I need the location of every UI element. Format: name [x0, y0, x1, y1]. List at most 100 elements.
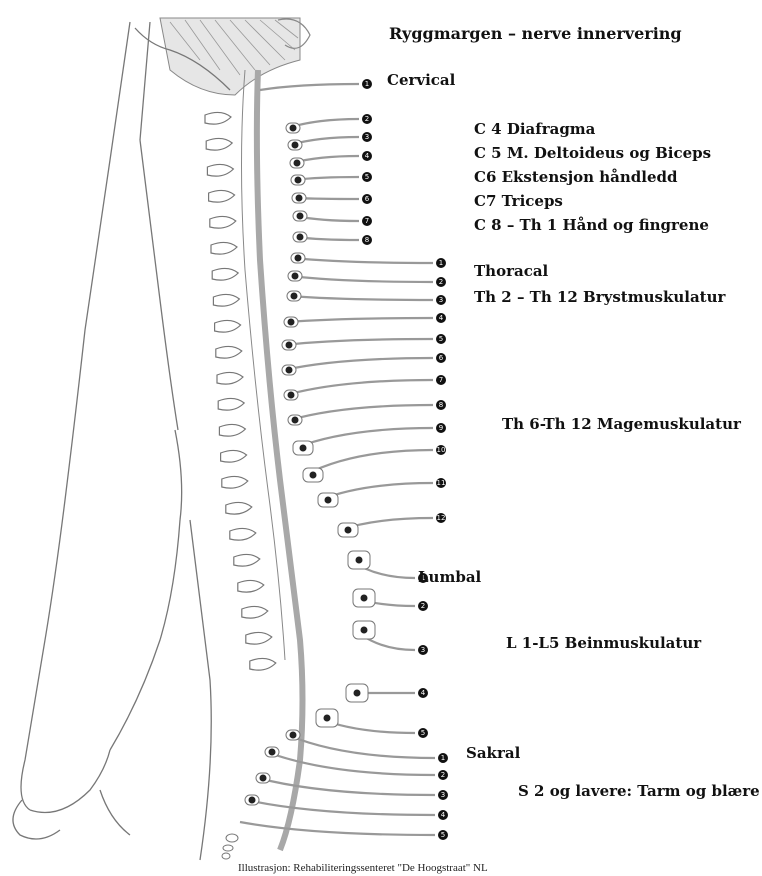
vertebral-arch-16 [226, 502, 252, 514]
section-label-thoracal: Thoracal [474, 264, 548, 279]
nerve-badge-thoracal-10: 10 [436, 445, 446, 455]
nerve-badge-thoracal-7: 7 [436, 375, 446, 385]
annotation-th6: Th 6-Th 12 Magemuskulatur [502, 417, 741, 432]
nerve-badge-sakral-2: 2 [438, 770, 448, 780]
vertebra-marker-thoracal-12 [345, 527, 352, 534]
nerve-badge-cervical-2: 2 [362, 114, 372, 124]
skull-base [160, 18, 310, 95]
vertebra-marker-thoracal-1 [295, 255, 302, 262]
vertebrae-left [205, 112, 276, 670]
vertebra-marker-sakral-1 [290, 732, 297, 739]
vertebral-arch-8 [213, 294, 239, 306]
nerve-badge-cervical-5: 5 [362, 172, 372, 182]
nerve-badge-cervical-7: 7 [362, 216, 372, 226]
nerve-root-thoracal-4 [286, 318, 433, 322]
vertebra-marker-thoracal-5 [286, 342, 293, 349]
vertebral-arch-9 [215, 320, 241, 332]
vertebral-arch-13 [219, 424, 245, 436]
vertebral-arch-18 [234, 554, 260, 566]
annotation-c8: C 8 – Th 1 Hånd og fingrene [474, 218, 709, 233]
nerve-root-thoracal-6 [284, 358, 433, 370]
coccyx [222, 834, 238, 859]
vertebral-arch-1 [205, 112, 231, 124]
nerve-badge-thoracal-5: 5 [436, 334, 446, 344]
nerve-badge-thoracal-1: 1 [436, 258, 446, 268]
vertebral-arch-14 [221, 450, 247, 462]
nerve-badge-sakral-5: 5 [438, 830, 448, 840]
vertebral-arch-19 [238, 580, 264, 592]
vertebra-marker-lumbal-5 [324, 715, 331, 722]
nerve-root-sakral-1 [288, 735, 435, 758]
nerve-root-sakral-4 [247, 800, 435, 815]
vertebral-arch-22 [250, 658, 276, 670]
vertebra-marker-cervical-8 [297, 234, 304, 241]
vertebral-arch-2 [206, 138, 232, 150]
nerve-badge-cervical-6: 6 [362, 194, 372, 204]
vertebra-marker-thoracal-7 [288, 392, 295, 399]
section-label-cervical: Cervical [387, 73, 455, 88]
vertebra-marker-sakral-2 [269, 749, 276, 756]
annotation-c6: C6 Ekstensjon håndledd [474, 170, 678, 185]
vertebral-arch-10 [216, 346, 242, 358]
vertebral-arch-17 [230, 528, 256, 540]
nerve-root-sakral-3 [258, 778, 435, 795]
vertebra-marker-cervical-4 [294, 160, 301, 167]
vertebra-marker-cervical-3 [292, 142, 299, 149]
vertebra-marker-cervical-6 [296, 195, 303, 202]
vertebra-marker-lumbal-4 [354, 690, 361, 697]
vertebral-arch-5 [210, 216, 236, 228]
nerve-badge-cervical-1: 1 [362, 79, 372, 89]
nerve-root-thoracal-2 [290, 276, 433, 282]
vertebra-marker-thoracal-3 [291, 293, 298, 300]
vertebra-marker-thoracal-4 [288, 319, 295, 326]
annotation-s2: S 2 og lavere: Tarm og blære [518, 784, 760, 799]
section-label-lumbal: Lumbal [418, 570, 481, 585]
vertebra-marker-cervical-2 [290, 125, 297, 132]
nerve-root-thoracal-9 [295, 428, 433, 448]
nerve-badge-thoracal-11: 11 [436, 478, 446, 488]
diagram-title: Ryggmargen – nerve innervering [389, 26, 682, 42]
vertebral-arch-7 [212, 268, 238, 280]
vertebral-arch-6 [211, 242, 237, 254]
vertebral-arch-21 [246, 632, 272, 644]
vertebral-arch-12 [218, 398, 244, 410]
vertebral-arch-20 [242, 606, 268, 618]
nerve-root-sakral-2 [267, 752, 435, 775]
vertebra-marker-thoracal-8 [292, 417, 299, 424]
nerve-badge-sakral-4: 4 [438, 810, 448, 820]
vertebra-marker-sakral-4 [249, 797, 256, 804]
vertebra-marker-cervical-7 [297, 213, 304, 220]
nerve-root-thoracal-1 [293, 258, 433, 263]
vertebra-marker-thoracal-2 [292, 273, 299, 280]
nerve-root-sakral-5 [240, 822, 435, 835]
body-outline [13, 22, 230, 860]
vertebra-marker-cervical-5 [295, 177, 302, 184]
nerve-badge-thoracal-12: 12 [436, 513, 446, 523]
nerve-badge-sakral-3: 3 [438, 790, 448, 800]
vertebra-marker-lumbal-3 [361, 627, 368, 634]
nerve-badge-thoracal-8: 8 [436, 400, 446, 410]
nerve-root-thoracal-7 [286, 380, 433, 395]
vertebra-marker-sakral-3 [260, 775, 267, 782]
vertebra-marker-thoracal-11 [325, 497, 332, 504]
nerve-badge-lumbal-2: 2 [418, 601, 428, 611]
nerve-root-thoracal-10 [305, 450, 433, 475]
nerve-badge-cervical-3: 3 [362, 132, 372, 142]
nerve-badge-thoracal-4: 4 [436, 313, 446, 323]
annotation-c5: C 5 M. Deltoideus og Biceps [474, 146, 711, 161]
annotation-c7: C7 Triceps [474, 194, 563, 209]
nerve-badge-lumbal-5: 5 [418, 728, 428, 738]
vertebral-arch-3 [207, 164, 233, 176]
nerve-badge-sakral-1: 1 [438, 753, 448, 763]
vertebral-arch-4 [209, 190, 235, 202]
vertebral-arch-15 [222, 476, 248, 488]
nerve-badge-lumbal-3: 3 [418, 645, 428, 655]
vertebra-marker-thoracal-10 [310, 472, 317, 479]
nerve-badge-thoracal-2: 2 [436, 277, 446, 287]
section-label-sakral: Sakral [466, 746, 520, 761]
nerve-badge-lumbal-4: 4 [418, 688, 428, 698]
nerve-root-thoracal-8 [290, 405, 433, 420]
nerve-root-cervical-1 [260, 84, 359, 90]
